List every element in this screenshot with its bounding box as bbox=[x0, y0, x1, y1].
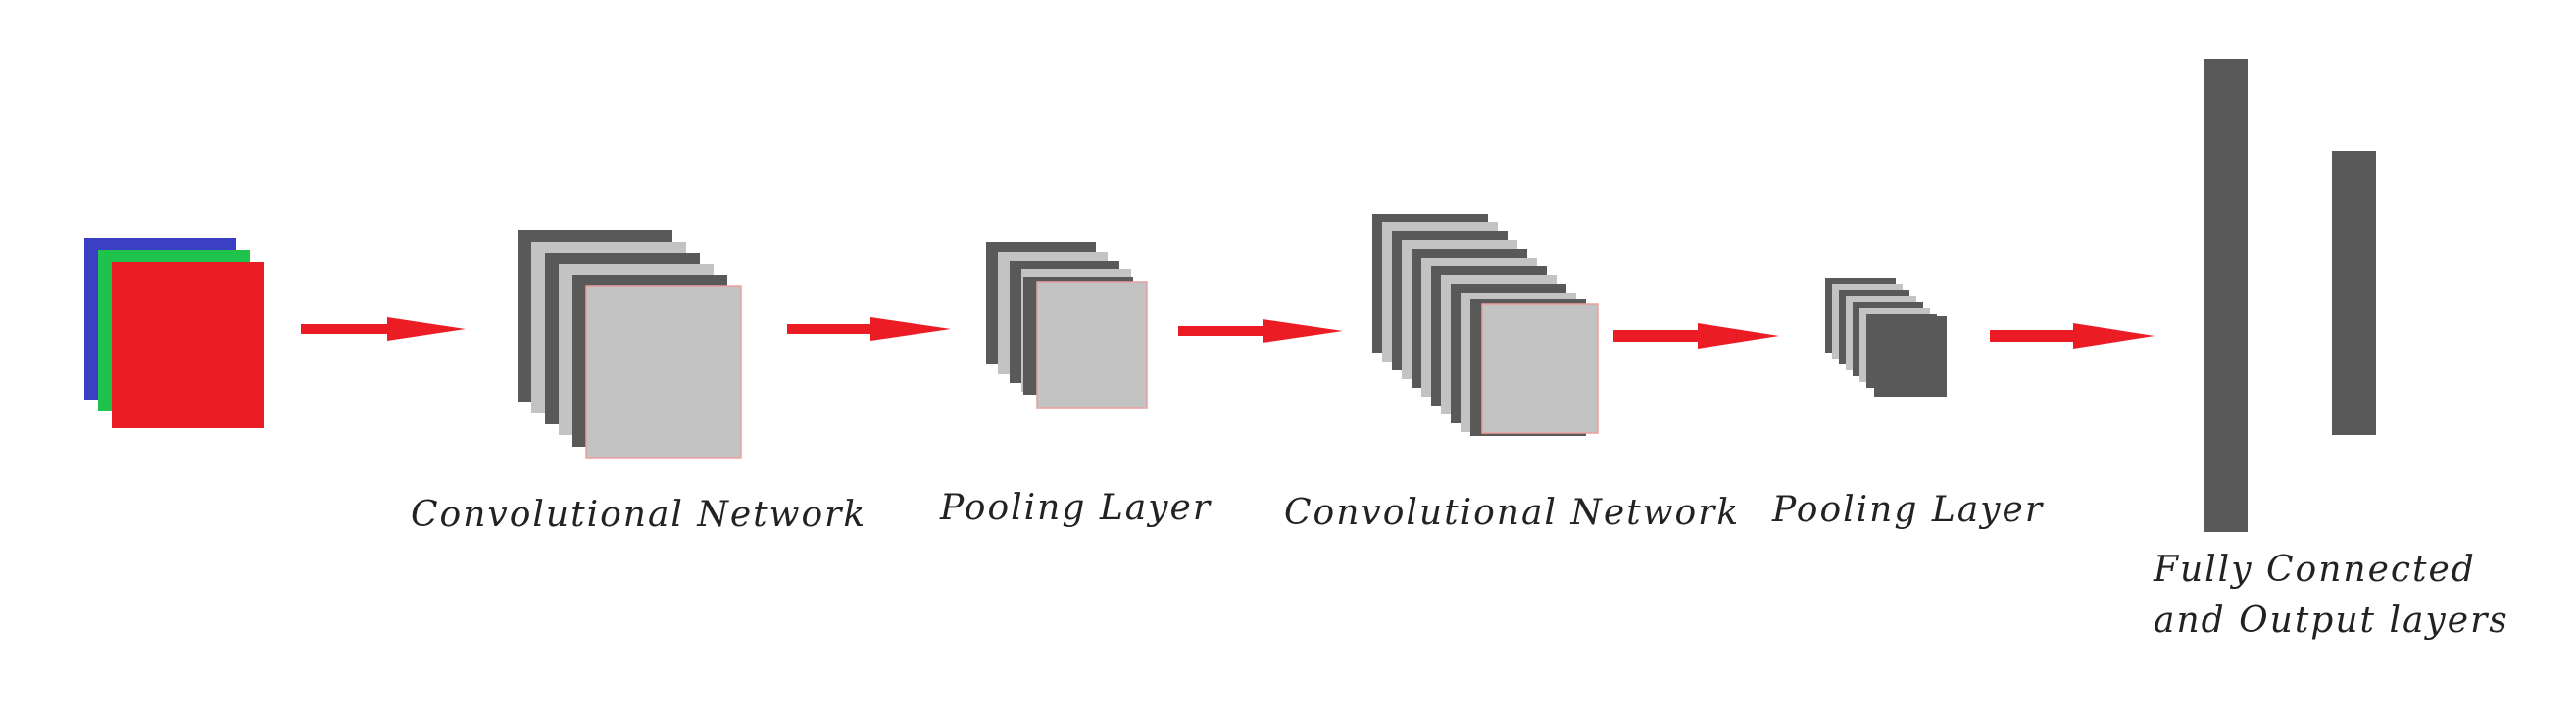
conv-layer-1-label: Convolutional Network bbox=[411, 495, 867, 535]
input-channel-red bbox=[112, 262, 264, 428]
fc-output-label-line1: Fully Connected bbox=[2154, 550, 2476, 590]
output-layer-bar bbox=[2332, 151, 2376, 435]
pool-layer-2-stack bbox=[1825, 278, 1947, 397]
conv-layer-1-front-map bbox=[585, 285, 742, 459]
fully-connected-layer-bar bbox=[2204, 59, 2248, 532]
pool-layer-1-stack bbox=[986, 242, 1148, 409]
conv-layer-1-stack bbox=[518, 230, 742, 459]
pool-layer-2-front-map bbox=[1874, 316, 1947, 397]
pool-layer-1-label: Pooling Layer bbox=[940, 488, 1213, 528]
arrow-4 bbox=[1613, 323, 1779, 349]
arrow-3 bbox=[1178, 319, 1343, 343]
pool-layer-2-label: Pooling Layer bbox=[1772, 490, 2045, 530]
arrow-5 bbox=[1990, 323, 2155, 349]
fc-output-label-line2: and Output layers bbox=[2154, 601, 2509, 641]
pool-layer-1-front-map bbox=[1036, 281, 1148, 409]
conv-layer-2-label: Convolutional Network bbox=[1284, 493, 1741, 533]
conv-layer-2-stack bbox=[1372, 214, 1599, 436]
arrow-1 bbox=[301, 317, 466, 341]
input-image-stack bbox=[84, 238, 264, 428]
conv-layer-2-front-map bbox=[1481, 303, 1599, 434]
arrow-2 bbox=[787, 317, 951, 341]
